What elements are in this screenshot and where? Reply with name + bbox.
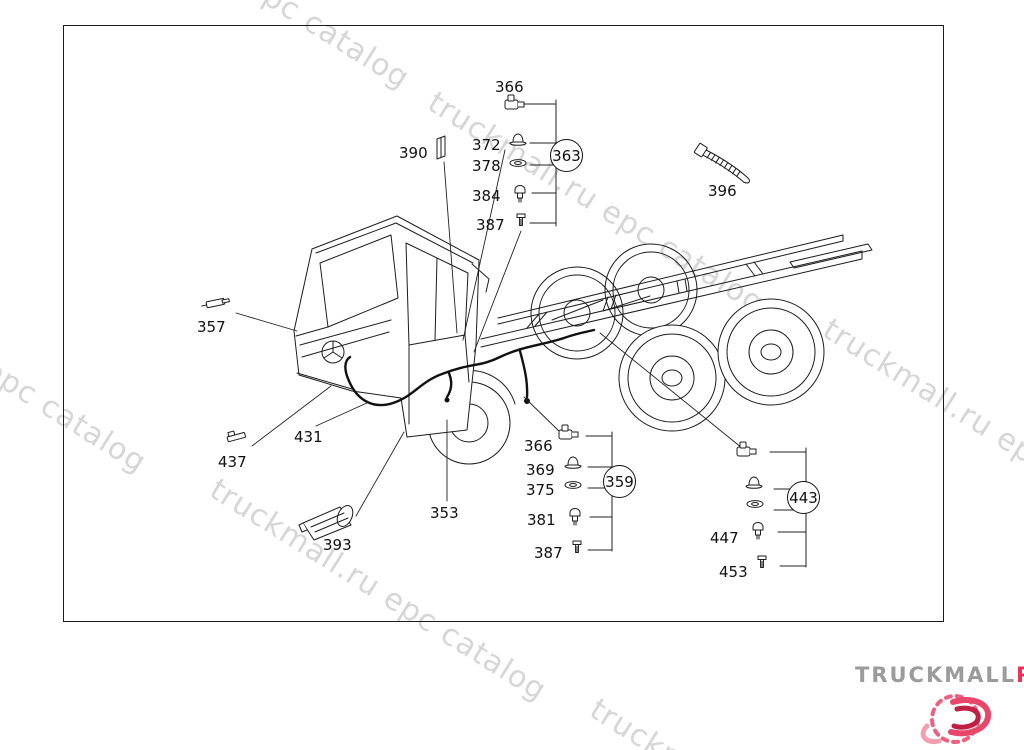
sensor-icon xyxy=(569,508,581,526)
screw-icon xyxy=(757,555,767,568)
protective-funnel-icon xyxy=(298,505,354,541)
assembly-badge-443: 443 xyxy=(787,481,820,514)
sensor-icon xyxy=(752,522,764,540)
washer-icon xyxy=(746,500,764,508)
part-label-393: 393 xyxy=(323,536,352,554)
part-label-384: 384 xyxy=(472,187,501,205)
part-label-437: 437 xyxy=(218,453,247,471)
part-label-372: 372 xyxy=(472,136,501,154)
grommet-icon xyxy=(745,476,763,489)
cable-tie-icon xyxy=(693,142,750,184)
clip-icon xyxy=(226,430,246,443)
wiring-harness xyxy=(344,328,596,407)
part-label-353: 353 xyxy=(430,504,459,522)
screw-icon xyxy=(572,540,582,553)
chassis-frame xyxy=(480,234,873,348)
truck-cab xyxy=(293,215,490,438)
grommet-icon xyxy=(564,456,582,469)
part-label-375: 375 xyxy=(526,481,555,499)
part-label-447: 447 xyxy=(710,529,739,547)
rear-wheels-near xyxy=(618,298,825,432)
brand-logo: TRUCKMALLPARTS xyxy=(855,663,1024,687)
part-label-390: 390 xyxy=(399,144,428,162)
part-label-387-mid: 387 xyxy=(534,544,563,562)
sensor-icon xyxy=(514,185,526,203)
washer-icon xyxy=(564,481,582,489)
part-label-366-mid: 366 xyxy=(524,437,553,455)
part-label-387-top: 387 xyxy=(476,216,505,234)
hose-clamp-icon xyxy=(558,424,579,440)
brand-swirl-icon xyxy=(893,686,1013,750)
screw-icon xyxy=(516,213,526,226)
hose-clamp-icon xyxy=(736,441,757,457)
assembly-badge-359: 359 xyxy=(603,465,636,498)
part-icons xyxy=(201,94,767,568)
washer-icon xyxy=(509,159,527,167)
assembly-badge-363: 363 xyxy=(550,139,583,172)
part-label-431: 431 xyxy=(294,428,323,446)
part-label-381: 381 xyxy=(527,511,556,529)
part-label-453: 453 xyxy=(719,563,748,581)
part-label-378: 378 xyxy=(472,157,501,175)
hose-clamp-icon xyxy=(504,94,525,110)
terminal-icon xyxy=(201,297,230,309)
brand-name-gray: TRUCKMALL xyxy=(855,663,1017,687)
brand-name-red: PARTS xyxy=(1016,663,1024,687)
part-label-396: 396 xyxy=(708,182,737,200)
part-label-366-top: 366 xyxy=(495,78,524,96)
grommet-icon xyxy=(509,133,527,146)
diagram-border xyxy=(63,25,944,622)
part-label-369: 369 xyxy=(526,461,555,479)
part-label-357: 357 xyxy=(197,318,226,336)
leader-lines xyxy=(235,149,748,517)
retaining-clip-icon xyxy=(436,135,446,160)
